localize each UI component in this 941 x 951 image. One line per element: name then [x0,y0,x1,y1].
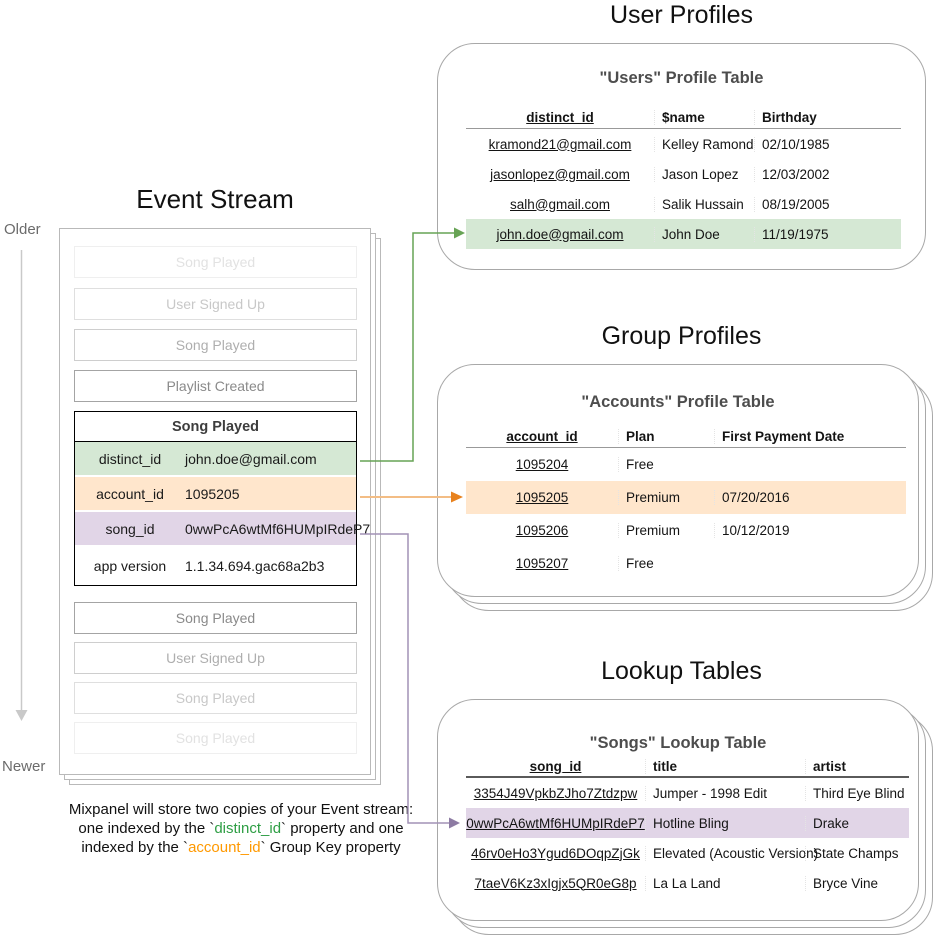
property-row-distinct-id: distinct_id john.doe@gmail.com [75,442,356,477]
table-row: 1095204 Free [466,448,906,481]
songs-table: song_id title artist 3354J49VpkbZJho7Ztd… [466,756,909,898]
table-row-highlighted: john.doe@gmail.com John Doe 11/19/1975 [466,219,901,249]
column-header: title [645,758,805,774]
event-row: User Signed Up [74,642,357,674]
table-row: kramond21@gmail.com Kelley Ramond 02/10/… [466,129,901,159]
event-row: Playlist Created [74,370,357,402]
table-row: jasonlopez@gmail.com Jason Lopez 12/03/2… [466,159,901,189]
user-profiles-title: User Profiles [609,1,754,29]
account-id-code: account_id [188,839,261,856]
caption-line: one indexed by the `distinct_id` propert… [78,820,404,837]
caption-line: Mixpanel will store two copies of your E… [68,801,414,818]
accounts-table: account_id Plan First Payment Date 10952… [466,425,906,580]
property-key: distinct_id [98,450,162,467]
users-table-title: "Users" Profile Table [599,69,764,87]
column-header: Plan [618,428,714,444]
property-value: 1.1.34.694.gac68a2b3 [185,558,325,574]
lookup-tables-title: Lookup Tables [601,657,762,685]
table-row-highlighted: 0wwPcA6wtMf6HUMpIRdeP7 Hotline Bling Dra… [466,808,909,838]
accounts-table-title: "Accounts" Profile Table [581,393,775,411]
users-profile-card: "Users" Profile Table distinct_id $name … [437,43,926,270]
event-detail-title: Song Played [75,412,356,442]
column-header: account_id [506,428,578,444]
event-stream-title: Event Stream [136,184,294,214]
event-row: Song Played [74,602,357,634]
property-row-song-id: song_id 0wwPcA6wtMf6HUMpIRdeP7 [75,512,370,547]
column-header: song_id [529,758,582,774]
column-header: $name [654,109,754,125]
table-row-highlighted: 1095205 Premium 07/20/2016 [466,481,906,514]
property-value: 1095205 [185,485,240,502]
table-row: 3354J49VpkbZJho7Ztdzpw Jumper - 1998 Edi… [466,778,909,808]
table-row: salh@gmail.com Salik Hussain 08/19/2005 [466,189,901,219]
songs-table-title: "Songs" Lookup Table [589,734,767,752]
column-header: Birthday [754,109,901,125]
property-value: 0wwPcA6wtMf6HUMpIRdeP7 [185,520,371,537]
group-profiles-title: Group Profiles [601,322,762,350]
distinct-id-code: distinct_id [214,820,282,837]
column-header: First Payment Date [714,428,906,444]
older-label: Older [4,221,41,238]
table-header-row: distinct_id $name Birthday [466,106,901,129]
table-row: 1095207 Free [466,547,906,580]
event-detail-card: Song Played distinct_id john.doe@gmail.c… [74,411,370,586]
property-key: account_id [96,485,164,502]
event-row: User Signed Up [74,288,357,320]
table-row: 1095206 Premium 10/12/2019 [466,514,906,547]
accounts-profile-card: "Accounts" Profile Table account_id Plan… [437,364,919,597]
users-table: distinct_id $name Birthday kramond21@gma… [466,106,901,249]
table-header-row: account_id Plan First Payment Date [466,425,906,448]
newer-label: Newer [2,758,46,775]
event-row: Song Played [74,682,357,714]
timeline-arrow [15,250,28,721]
property-value: john.doe@gmail.com [185,450,317,467]
column-header: artist [805,758,909,774]
caption-line: indexed by the `account_id` Group Key pr… [81,839,401,856]
songs-lookup-card: "Songs" Lookup Table song_id title artis… [437,699,919,921]
event-row: Song Played [74,329,357,361]
table-row: 7taeV6Kz3xIgjx5QR0eG8p La La Land Bryce … [466,868,909,898]
property-row-app-version: app version 1.1.34.694.gac68a2b3 [75,547,356,585]
property-row-account-id: account_id 1095205 [75,477,356,512]
table-header-row: song_id title artist [466,756,909,778]
footnote-caption: Mixpanel will store two copies of your E… [35,800,447,857]
property-key: song_id [105,520,155,537]
event-row: Song Played [74,246,357,278]
property-key: app version [93,558,167,574]
column-header: distinct_id [526,109,594,125]
event-row: Song Played [74,722,357,754]
table-row: 46rv0eHo3Ygud6DOqpZjGk Elevated (Acousti… [466,838,909,868]
